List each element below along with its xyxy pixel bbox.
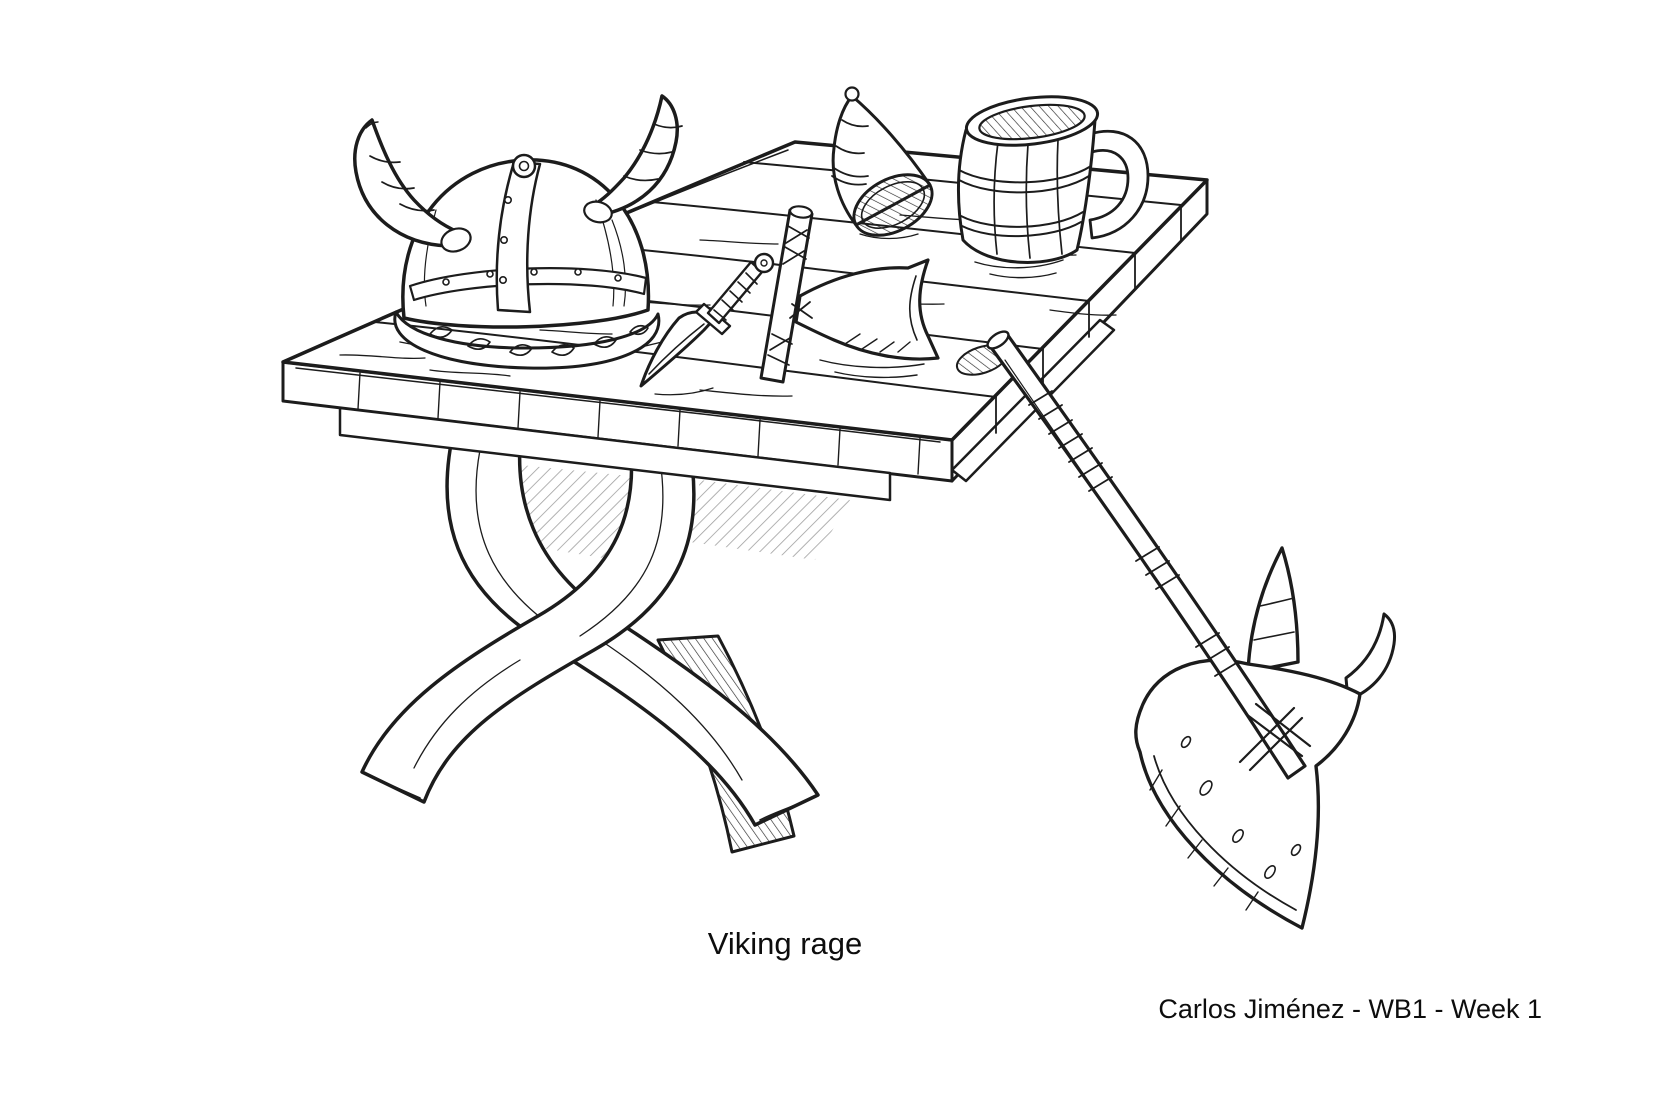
helmet-top-cap — [511, 153, 537, 179]
table-x-legs — [360, 423, 820, 827]
axe-back-spur — [1344, 612, 1396, 702]
wooden-tankard — [956, 95, 1150, 279]
horn-base-plate-right — [583, 200, 613, 224]
haft-wrap-middle — [1135, 546, 1180, 590]
drinking-horn — [831, 86, 934, 240]
head-lashing — [1238, 702, 1312, 772]
tankard-interior — [978, 103, 1086, 141]
dagger-grip — [706, 260, 764, 325]
helmet-brim — [393, 310, 661, 370]
battle-axe — [955, 330, 1396, 930]
helmet-horn-right — [590, 94, 683, 218]
dagger-pommel — [753, 252, 775, 274]
axe-haft — [988, 332, 1307, 780]
helmet-horn-left — [353, 118, 460, 248]
axe-blade — [1134, 658, 1362, 930]
artwork-title: Viking rage — [707, 926, 863, 961]
dagger — [639, 252, 775, 396]
haft-top-end — [986, 330, 1010, 350]
viking-helmet — [353, 94, 683, 370]
haft-wrap-upper — [1028, 390, 1113, 492]
axe-top-spike — [1246, 546, 1300, 674]
tankard-handle — [1088, 129, 1150, 240]
horn-base-plate-left — [440, 227, 472, 253]
hand-axe — [759, 205, 940, 384]
artist-credit: Carlos Jiménez - WB1 - Week 1 — [1158, 994, 1542, 1024]
haft-wrap-lower — [1195, 632, 1239, 677]
horn-tip — [844, 86, 860, 102]
hand-axe-head — [794, 258, 940, 361]
horn-opening — [852, 173, 934, 237]
